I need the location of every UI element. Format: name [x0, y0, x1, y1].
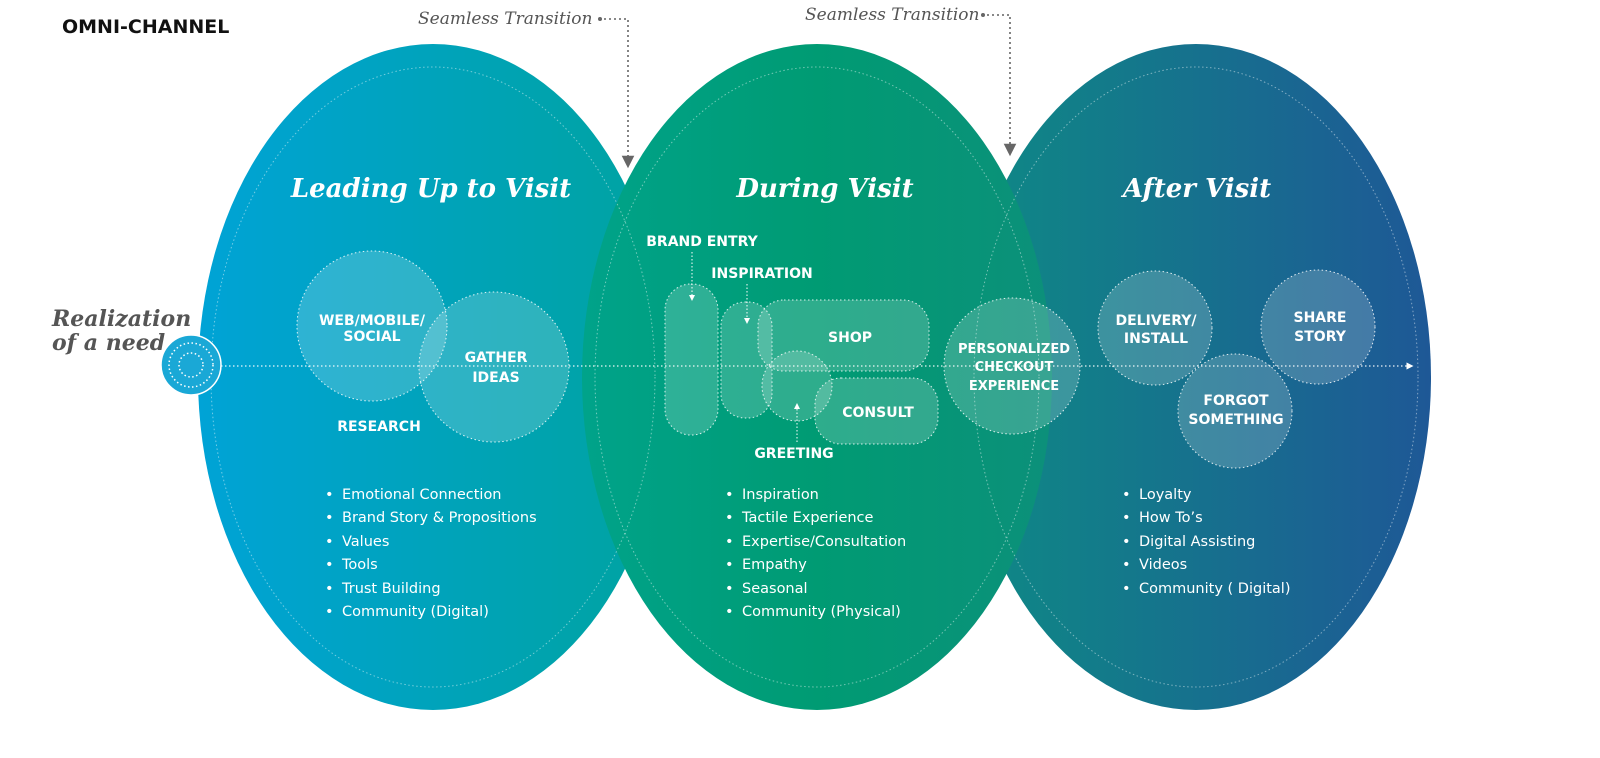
share-story-circle [1260, 269, 1376, 385]
phase-1-nodes: WEB/MOBILE/ SOCIAL GATHER IDEAS RESEARCH [296, 250, 570, 443]
gather-ideas-label-line1: GATHER [465, 350, 528, 366]
phase-3-bullet-list: • Loyalty • How To’s • Digital Assisting… [1122, 487, 1290, 597]
bullet-item: Trust Building [341, 581, 441, 597]
web-mobile-social-circle [296, 250, 448, 402]
realization-label-line2: of a need [52, 330, 165, 356]
transition-label: Seamless Transition [805, 5, 979, 25]
bullet-item: Seasonal [742, 581, 808, 597]
phase-1-bullet-list: • Emotional Connection • Brand Story & P… [325, 487, 537, 620]
share-story-label-line2: STORY [1294, 329, 1347, 345]
phase-2-nodes: BRAND ENTRY INSPIRATION SHOP CONSULT GRE… [646, 234, 939, 462]
transition-1: Seamless Transition [418, 9, 635, 169]
phase-3-inner-outline [973, 66, 1419, 688]
phase-2-title: During Visit [735, 174, 913, 204]
forgot-something-label-line2: SOMETHING [1188, 412, 1283, 428]
consult-pill [814, 377, 939, 445]
gather-ideas-circle [418, 291, 570, 443]
shop-label: SHOP [828, 330, 872, 346]
forgot-something-circle [1177, 353, 1293, 469]
bullet-item: Community (Digital) [342, 604, 489, 620]
phase-1-title: Leading Up to Visit [290, 174, 571, 204]
bullet-dot: • [1122, 557, 1131, 573]
brand-entry-label: BRAND ENTRY [646, 234, 758, 250]
bullet-dot: • [325, 557, 334, 573]
bullet-dot: • [325, 510, 334, 526]
bullet-item: Community ( Digital) [1139, 581, 1290, 597]
phase-2-inner-outline [594, 66, 1040, 688]
phase-3-nodes: PERSONALIZED CHECKOUT EXPERIENCE DELIVER… [943, 269, 1376, 469]
phase-3-ellipse [961, 44, 1431, 710]
bullet-dot: • [325, 534, 334, 550]
bullet-item: Tools [341, 557, 378, 573]
bullet-item: Tactile Experience [741, 510, 874, 526]
phase-2-ellipse [582, 44, 1052, 710]
transition-arrow [604, 18, 635, 169]
consult-label: CONSULT [842, 405, 914, 421]
bullet-dot: • [725, 604, 734, 620]
phase-3-title: After Visit [1120, 174, 1271, 204]
brand-entry-pill [664, 283, 719, 436]
bullet-dot: • [725, 487, 734, 503]
page-title: OMNI-CHANNEL [62, 16, 229, 38]
bullet-item: Emotional Connection [342, 487, 502, 503]
start-ring-outer [168, 342, 214, 388]
checkout-circle [943, 297, 1081, 435]
gather-ideas-label-line2: IDEAS [472, 370, 519, 386]
inspiration-label: INSPIRATION [711, 266, 812, 282]
bullet-dot: • [1122, 534, 1131, 550]
research-label: RESEARCH [337, 419, 421, 435]
delivery-install-label-line1: DELIVERY/ [1116, 313, 1198, 329]
transition-dot [598, 17, 602, 21]
realization-label-line1: Realization [51, 306, 191, 332]
bullet-dot: • [325, 581, 334, 597]
transition-dot [981, 13, 985, 17]
bullet-item: Videos [1139, 557, 1187, 573]
bullet-dot: • [1122, 581, 1131, 597]
bullet-item: Loyalty [1139, 487, 1192, 503]
bullet-item: How To’s [1139, 510, 1203, 526]
transition-2: Seamless Transition [805, 5, 1017, 157]
start-ring-inner [178, 352, 204, 378]
share-story-label-line1: SHARE [1294, 310, 1347, 326]
bullet-item: Brand Story & Propositions [342, 510, 537, 526]
transition-arrow [987, 14, 1017, 157]
bullet-dot: • [1122, 510, 1131, 526]
checkout-label-line3: EXPERIENCE [969, 379, 1059, 394]
shop-pill [757, 299, 930, 372]
bullet-dot: • [725, 581, 734, 597]
web-mobile-social-label-line1: WEB/MOBILE/ [319, 313, 426, 329]
checkout-label-line2: CHECKOUT [975, 360, 1054, 375]
bullet-dot: • [1122, 487, 1131, 503]
bullet-dot: • [725, 557, 734, 573]
start-circle [160, 334, 222, 396]
bullet-dot: • [725, 510, 734, 526]
phase-ellipses [198, 44, 1431, 710]
bullet-item: Expertise/Consultation [742, 534, 906, 550]
bullet-dot: • [725, 534, 734, 550]
bullet-item: Empathy [742, 557, 807, 573]
start-point: Realization of a need [51, 306, 222, 396]
delivery-install-label-line2: INSTALL [1124, 331, 1188, 347]
bullet-item: Digital Assisting [1139, 534, 1255, 550]
bullet-dot: • [325, 604, 334, 620]
bullet-item: Values [342, 534, 389, 550]
greeting-circle [761, 350, 833, 422]
bullet-item: Inspiration [742, 487, 819, 503]
web-mobile-social-label-line2: SOCIAL [343, 329, 400, 345]
transition-label: Seamless Transition [418, 9, 592, 29]
greeting-label: GREETING [754, 446, 833, 462]
delivery-install-circle [1097, 270, 1213, 386]
checkout-label-line1: PERSONALIZED [958, 342, 1070, 357]
forgot-something-label-line1: FORGOT [1203, 393, 1269, 409]
phase-2-bullet-list: • Inspiration • Tactile Experience • Exp… [725, 487, 906, 620]
phase-1-ellipse [198, 44, 668, 710]
bullet-item: Community (Physical) [742, 604, 901, 620]
bullet-dot: • [325, 487, 334, 503]
